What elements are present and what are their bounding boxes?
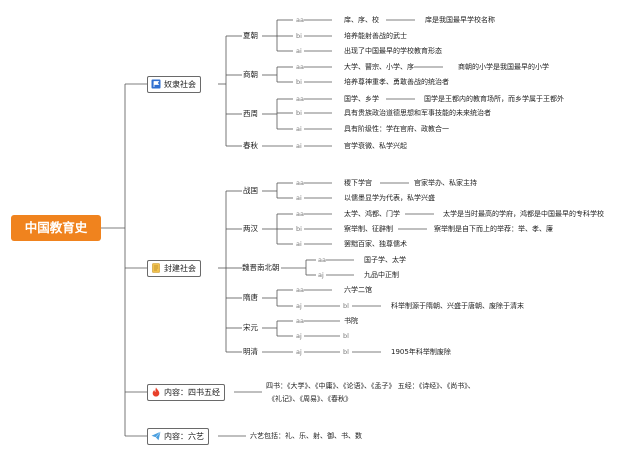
leaf-zhou-feature[interactable]: 具有阶级性：学在官府、政教合一 [344, 125, 449, 133]
category-label: 奴隶社会 [164, 80, 196, 89]
tag: ai [296, 125, 302, 133]
period-shang[interactable]: 商朝 [243, 70, 258, 79]
leaf-academy[interactable]: 书院 [344, 317, 358, 325]
category-label: 封建社会 [164, 264, 196, 273]
leaf-sui-schools[interactable]: 六学二馆 [344, 286, 372, 294]
leaf-han-confucianism[interactable]: 罢黜百家、独尊儒术 [344, 240, 407, 248]
note-han-selection[interactable]: 察举制是自下而上的举荐：举、孝、廉 [434, 225, 553, 233]
tag: aa [296, 63, 304, 71]
tag: aa [296, 210, 304, 218]
leaf-zhou-schools[interactable]: 国学、乡学 [344, 95, 379, 103]
category-feudal-society[interactable]: 封建社会 [147, 260, 201, 277]
leaf-zhou-goal[interactable]: 具有贵族政治道德思想和军事技能的未来统治者 [344, 109, 491, 117]
tag: aj [318, 271, 324, 279]
leaf-shang-schools[interactable]: 大学、瞽宗、小学、序 [344, 63, 414, 71]
category-label: 内容：六艺 [164, 432, 204, 441]
period-sui-tang[interactable]: 隋唐 [243, 293, 258, 302]
tag: aa [296, 286, 304, 294]
leaf-han-selection[interactable]: 察举制、征辟制 [344, 225, 393, 233]
document-icon [151, 262, 161, 273]
leaf-chunqiu[interactable]: 官学衰微、私学兴起 [344, 142, 407, 150]
category-label: 内容：四书五经 [164, 388, 220, 397]
tag: bi [296, 78, 302, 86]
flame-icon [151, 387, 161, 397]
period-xia[interactable]: 夏朝 [243, 31, 258, 40]
tag: aj [296, 302, 302, 310]
tag: bi [296, 32, 302, 40]
tag: ai [296, 194, 302, 202]
period-warring-states[interactable]: 战国 [243, 186, 258, 195]
leaf-five-classics[interactable]: 《礼记》、《周易》、《春秋》 [268, 395, 352, 403]
tag: bi [296, 225, 302, 233]
category-four-books-five-classics[interactable]: 内容：四书五经 [147, 384, 225, 401]
note-zhou-schools[interactable]: 国学是王都内的教育场所，而乡学属于王都外 [424, 95, 564, 103]
period-ming-qing[interactable]: 明清 [243, 347, 258, 356]
leaf-jixia[interactable]: 稷下学宫 [344, 179, 372, 187]
category-six-arts[interactable]: 内容：六艺 [147, 428, 209, 445]
category-slave-society[interactable]: 奴隶社会 [147, 76, 201, 93]
leaf-private-schools[interactable]: 以儒墨显学为代表，私学兴盛 [344, 194, 435, 202]
note-xia-schools[interactable]: 庠是我国最早学校名称 [425, 16, 495, 24]
tag: aa [296, 16, 304, 24]
tag: ai [296, 240, 302, 248]
leaf-shang-goal[interactable]: 培养尊神重孝、勇敢善战的统治者 [344, 78, 449, 86]
note-shang-schools[interactable]: 商朝的小学是我国最早的小学 [458, 63, 549, 71]
tag: bl [343, 348, 349, 356]
leaf-xia-goal[interactable]: 培养能射善战的武士 [344, 32, 407, 40]
leaf-xia-schools[interactable]: 庠、序、校 [344, 16, 379, 24]
period-spring-autumn[interactable]: 春秋 [243, 141, 258, 150]
leaf-wj-schools[interactable]: 国子学、太学 [364, 256, 406, 264]
tag: aj [296, 332, 302, 340]
tag: bi [296, 109, 302, 117]
note-keju[interactable]: 科举制源于隋朝、兴盛于唐朝、废除于清末 [391, 302, 524, 310]
period-song-yuan[interactable]: 宋元 [243, 323, 258, 332]
period-wei-jin[interactable]: 魏晋南北朝 [242, 263, 280, 272]
leaf-keju-abolished[interactable]: 1905年科举制废除 [391, 348, 451, 356]
tag: aa [296, 95, 304, 103]
tag: ai [296, 47, 302, 55]
tag: ai [296, 142, 302, 150]
paper-plane-icon [151, 431, 161, 441]
period-han[interactable]: 两汉 [243, 224, 258, 233]
leaf-wj-ranking[interactable]: 九品中正制 [364, 271, 399, 279]
blue-flag-icon [151, 79, 161, 89]
tag: aa [296, 317, 304, 325]
note-jixia[interactable]: 官家举办、私家主持 [414, 179, 477, 187]
leaf-six-arts[interactable]: 六艺包括：礼、乐、射、御、书、数 [250, 432, 362, 440]
period-western-zhou[interactable]: 西周 [243, 109, 258, 118]
leaf-four-books[interactable]: 四书：《大学》、《中庸》、《论语》、《孟子》 五经：《诗经》、《尚书》、 [266, 382, 475, 390]
tag: aj [296, 348, 302, 356]
tag: bl [343, 332, 349, 340]
tag: aa [318, 256, 326, 264]
tag: bl [343, 302, 349, 310]
leaf-xia-form[interactable]: 出现了中国最早的学校教育形态 [344, 47, 442, 55]
leaf-han-schools[interactable]: 太学、鸿都、门学 [344, 210, 400, 218]
tag: aa [296, 179, 304, 187]
root-topic[interactable]: 中国教育史 [11, 215, 101, 241]
note-han-schools[interactable]: 太学是当时最高的学府，鸿都是中国最早的专科学校 [443, 210, 604, 218]
